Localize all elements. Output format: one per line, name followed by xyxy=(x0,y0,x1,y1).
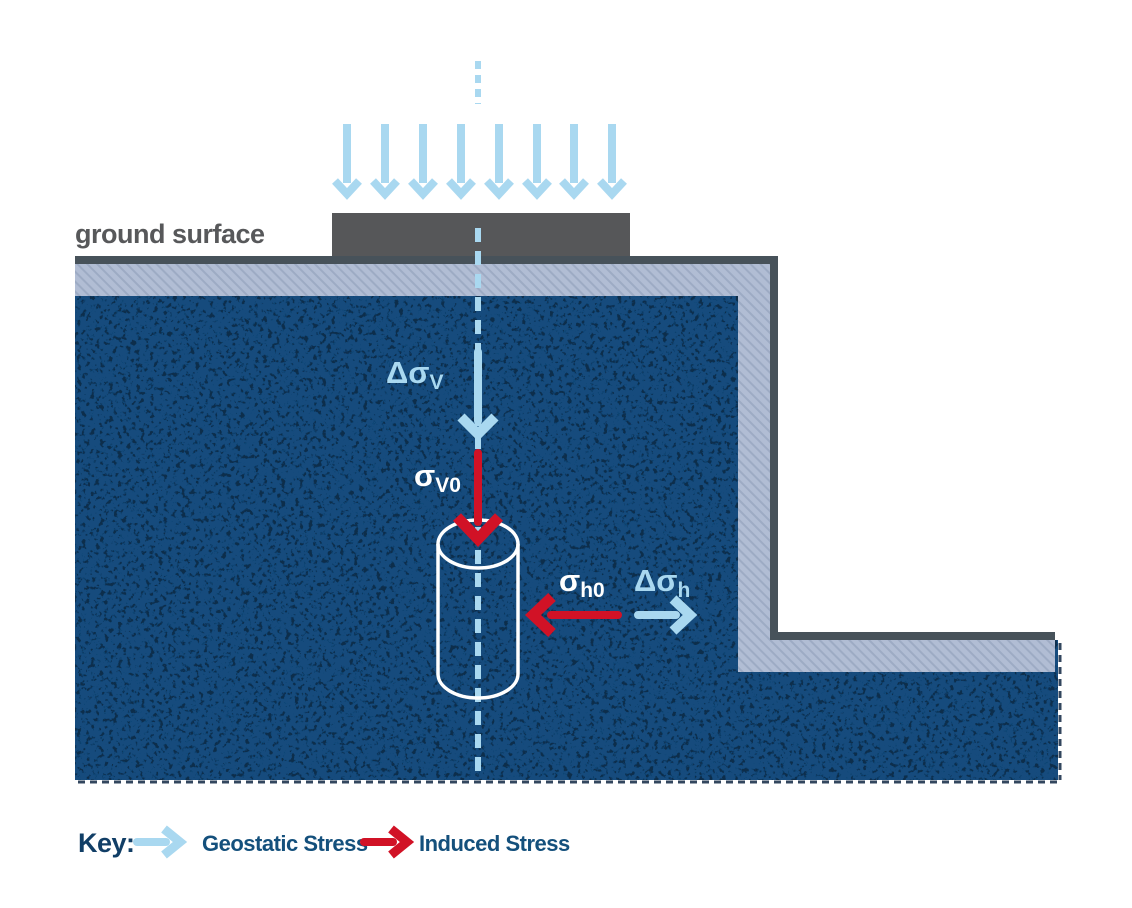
load-arrow-icon xyxy=(449,124,473,194)
sigma-v0-label-base: σ xyxy=(414,458,435,493)
delta-sigma-h-arrow xyxy=(634,595,698,635)
load-arrow-icon xyxy=(600,124,624,194)
load-arrow-icon xyxy=(373,124,397,194)
sigma-v0-arrowhead xyxy=(453,513,503,547)
legend-induced-label: Induced Stress xyxy=(419,831,570,856)
sigma-h0-label: σh0 xyxy=(559,563,605,602)
legend: Key: Geostatic Stress Induced Stress xyxy=(78,825,570,859)
legend-title: Key: xyxy=(78,828,135,858)
sigma-v0-label: σV0 xyxy=(414,458,461,497)
load-arrow-icon xyxy=(487,124,511,194)
legend-geostatic-arrow-icon xyxy=(133,825,188,859)
delta-sigma-v-label-sub: V xyxy=(430,371,444,394)
delta-sigma-v-label-base: Δσ xyxy=(386,355,430,390)
delta-sigma-v-label: ΔσV xyxy=(386,355,444,394)
delta-sigma-h-arrowhead xyxy=(669,595,698,635)
ground-surface-label: ground surface xyxy=(75,219,265,249)
legend-geostatic-label: Geostatic Stress xyxy=(202,831,368,856)
delta-sigma-v-arrow xyxy=(457,348,499,442)
delta-sigma-v-arrowhead xyxy=(457,413,499,442)
cylinder-bottom-arc xyxy=(436,673,520,700)
legend-induced-arrow-icon xyxy=(360,825,415,859)
legend-induced-arrowhead xyxy=(388,825,415,859)
load-arrow-icon xyxy=(562,124,586,194)
soil-mass xyxy=(75,296,1058,780)
sigma-h0-label-base: σ xyxy=(559,563,580,598)
load-arrow-icon xyxy=(411,124,435,194)
sigma-h0-arrow xyxy=(525,593,622,637)
sigma-v0-label-sub: V0 xyxy=(435,474,461,497)
surcharge-load-arrows xyxy=(335,124,624,194)
load-arrow-icon xyxy=(335,124,359,194)
sigma-h0-label-sub: h0 xyxy=(580,579,605,602)
load-arrow-icon xyxy=(525,124,549,194)
delta-sigma-h-label: Δσh xyxy=(634,563,690,602)
sigma-h0-arrowhead xyxy=(525,593,556,637)
delta-sigma-h-label-sub: h xyxy=(678,579,691,602)
sigma-v0-arrow xyxy=(453,449,503,547)
soil-element-cylinder xyxy=(436,518,520,700)
delta-sigma-h-label-base: Δσ xyxy=(634,563,678,598)
legend-geostatic-arrowhead xyxy=(161,825,188,859)
